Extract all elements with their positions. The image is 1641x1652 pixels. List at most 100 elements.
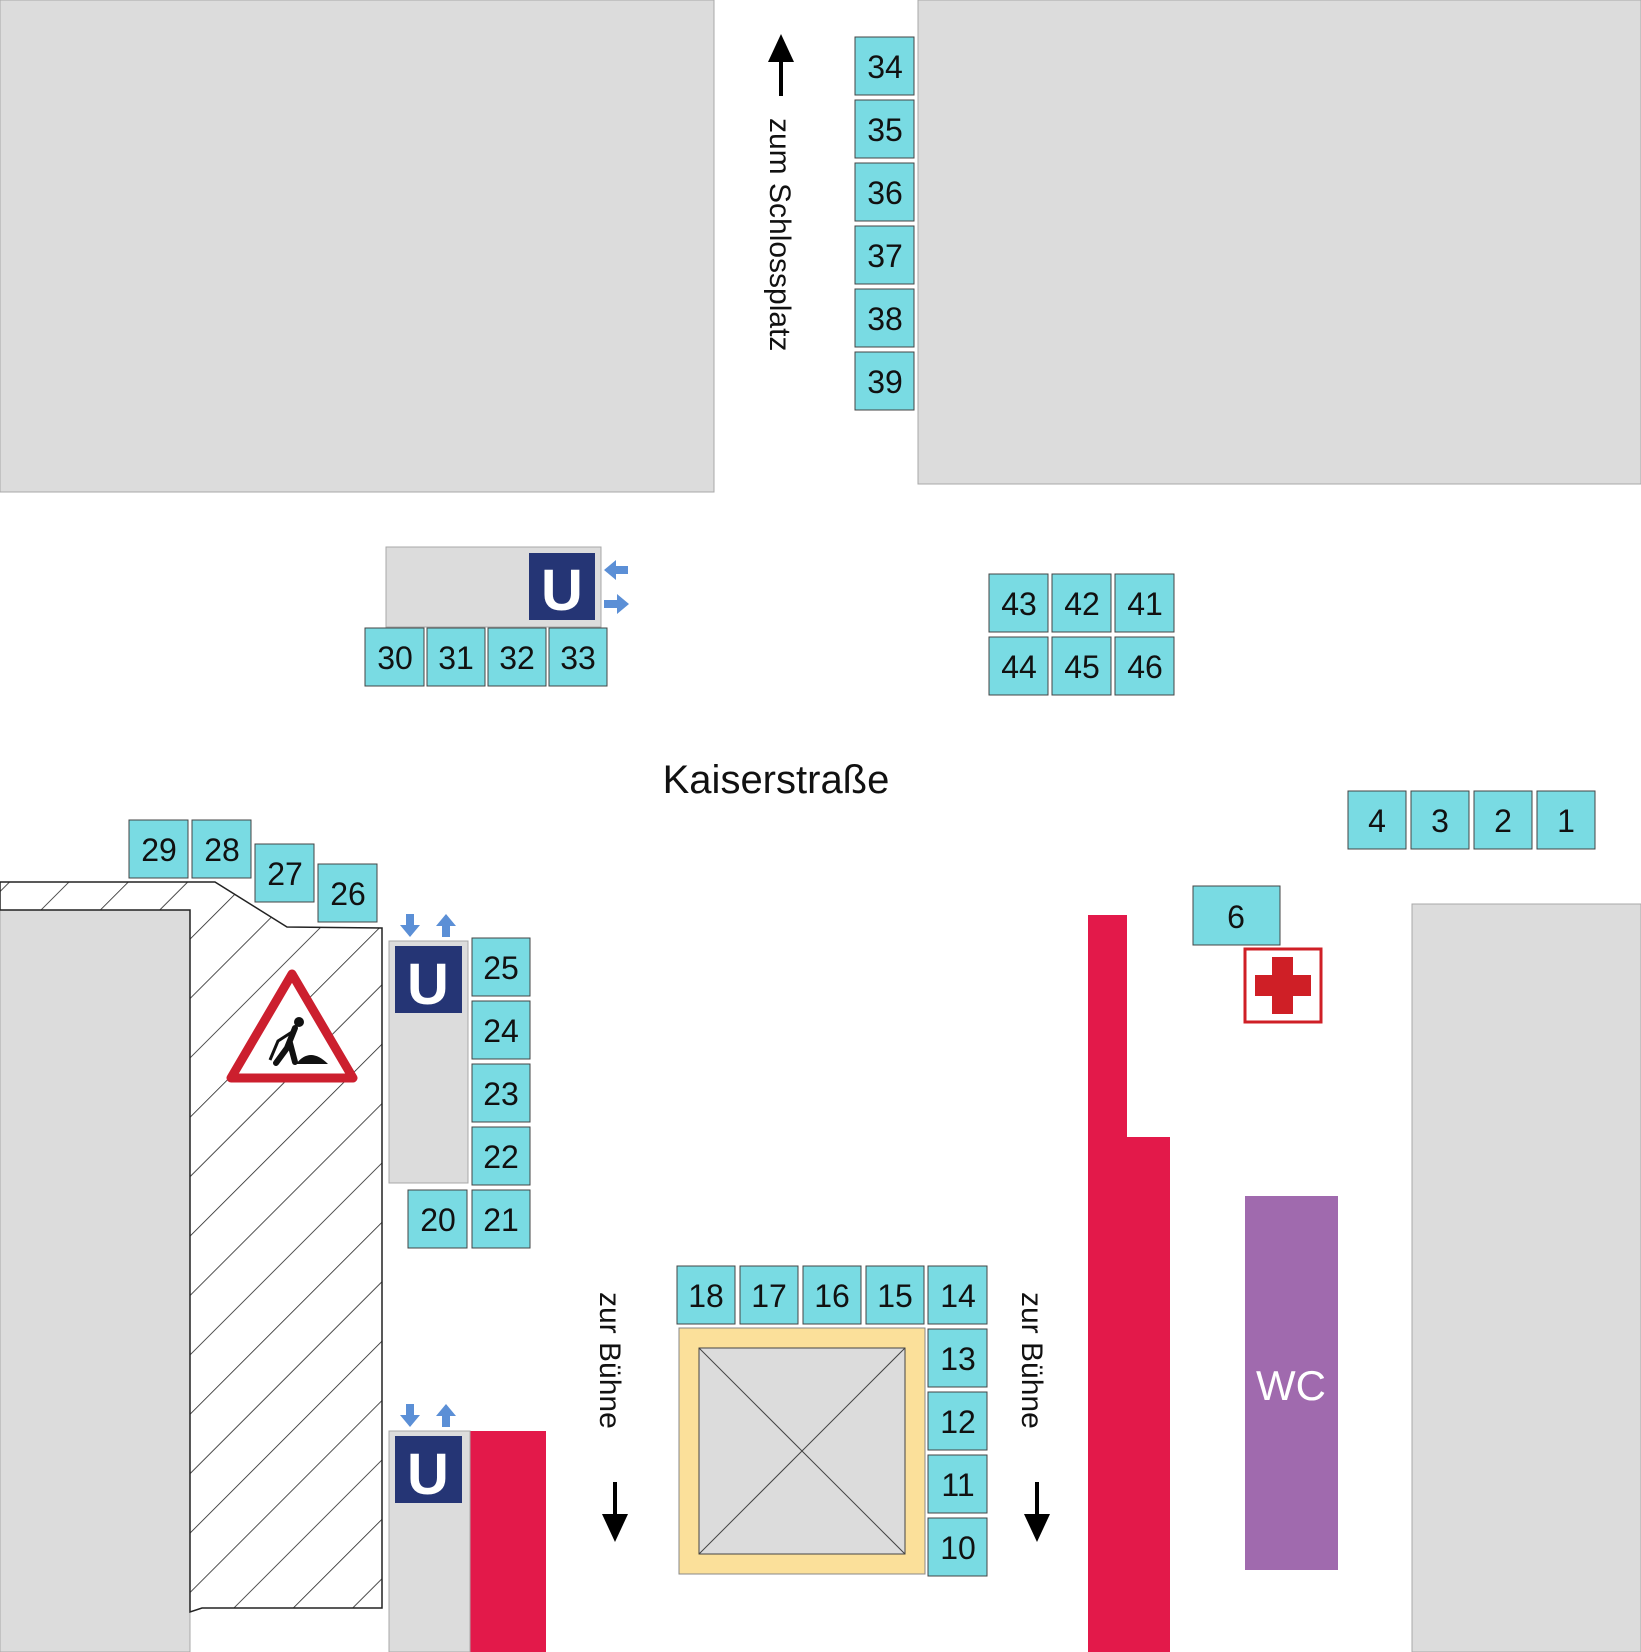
wc-block <box>1245 1196 1338 1570</box>
stall-16: 16 <box>802 1265 862 1325</box>
first-aid-icon <box>1243 947 1323 1024</box>
stall-34: 34 <box>854 36 915 96</box>
svg-text:36: 36 <box>867 175 903 211</box>
svg-text:32: 32 <box>499 640 535 676</box>
stall-15: 15 <box>865 1265 925 1325</box>
stall-17: 17 <box>739 1265 799 1325</box>
svg-text:44: 44 <box>1001 649 1037 685</box>
stall-41: 41 <box>1114 573 1175 633</box>
svg-text:38: 38 <box>867 301 903 337</box>
svg-text:41: 41 <box>1127 586 1163 622</box>
stall-11: 11 <box>927 1454 988 1514</box>
stall-30: 30 <box>364 627 425 687</box>
subway-label-middle: U <box>407 952 449 1017</box>
stall-26: 26 <box>317 863 378 923</box>
stall-21: 21 <box>471 1189 531 1249</box>
stall-4: 4 <box>1347 790 1407 850</box>
stall-42: 42 <box>1051 573 1112 633</box>
building-northwest <box>0 0 715 493</box>
stall-1: 1 <box>1536 790 1596 850</box>
arrow-down-icon <box>602 1482 628 1542</box>
stall-29: 29 <box>128 819 189 879</box>
stall-28: 28 <box>191 819 252 879</box>
svg-text:1: 1 <box>1557 803 1575 839</box>
arrow-down-icon <box>1024 1482 1050 1542</box>
svg-text:37: 37 <box>867 238 903 274</box>
direction-label-schlossplatz: zum Schlossplatz <box>763 118 796 351</box>
stall-39: 39 <box>854 351 915 411</box>
svg-text:23: 23 <box>483 1076 519 1112</box>
stall-38: 38 <box>854 288 915 348</box>
stall-27: 27 <box>254 843 315 903</box>
stall-18: 18 <box>676 1265 736 1325</box>
building-east <box>1411 903 1641 1652</box>
in-out-arrows-icon <box>604 560 629 614</box>
subway-icon-south <box>395 1436 462 1503</box>
stall-35: 35 <box>854 99 915 159</box>
stall-33: 33 <box>548 627 608 687</box>
svg-text:15: 15 <box>877 1278 913 1314</box>
svg-text:17: 17 <box>751 1278 787 1314</box>
svg-text:26: 26 <box>330 876 366 912</box>
svg-text:2: 2 <box>1494 803 1512 839</box>
svg-text:16: 16 <box>814 1278 850 1314</box>
direction-label-stage-left: zur Bühne <box>593 1292 626 1429</box>
fountain <box>678 1327 926 1575</box>
arrow-up-icon <box>768 34 794 96</box>
svg-text:18: 18 <box>688 1278 724 1314</box>
svg-text:22: 22 <box>483 1139 519 1175</box>
svg-text:31: 31 <box>438 640 474 676</box>
stall-31: 31 <box>426 627 486 687</box>
wc-label: WC <box>1256 1362 1326 1409</box>
street-name: Kaiserstraße <box>663 758 890 802</box>
svg-text:13: 13 <box>940 1341 976 1377</box>
barrier-southwest <box>470 1431 546 1652</box>
svg-text:12: 12 <box>940 1404 976 1440</box>
stall-3: 3 <box>1410 790 1470 850</box>
svg-text:43: 43 <box>1001 586 1037 622</box>
svg-text:11: 11 <box>941 1467 974 1503</box>
stall-13: 13 <box>927 1328 988 1388</box>
stall-46: 46 <box>1114 636 1175 696</box>
svg-text:29: 29 <box>141 832 177 868</box>
stall-12: 12 <box>927 1391 988 1451</box>
stall-45: 45 <box>1051 636 1112 696</box>
subway-label-north: U <box>541 558 583 623</box>
stall-25: 25 <box>471 937 531 997</box>
direction-label-stage-right: zur Bühne <box>1015 1292 1048 1429</box>
stall-24: 24 <box>471 1000 531 1060</box>
stall-14: 14 <box>927 1265 988 1325</box>
svg-text:30: 30 <box>377 640 413 676</box>
in-out-arrows-icon <box>400 1404 456 1427</box>
svg-text:21: 21 <box>483 1202 519 1238</box>
svg-text:45: 45 <box>1064 649 1100 685</box>
subway-icon-north <box>529 553 595 620</box>
svg-text:46: 46 <box>1127 649 1163 685</box>
stall-20: 20 <box>407 1189 468 1249</box>
svg-text:33: 33 <box>560 640 596 676</box>
construction-warning-icon <box>226 969 358 1083</box>
svg-text:14: 14 <box>940 1278 976 1314</box>
svg-text:6: 6 <box>1227 899 1245 935</box>
building-northeast <box>917 0 1641 485</box>
svg-text:39: 39 <box>867 364 903 400</box>
svg-text:24: 24 <box>483 1013 519 1049</box>
svg-text:42: 42 <box>1064 586 1100 622</box>
svg-text:20: 20 <box>420 1202 456 1238</box>
svg-text:10: 10 <box>940 1530 976 1566</box>
svg-text:34: 34 <box>867 49 903 85</box>
svg-text:25: 25 <box>483 950 519 986</box>
stall-36: 36 <box>854 162 915 222</box>
stall-10: 10 <box>927 1517 988 1577</box>
building-southwest <box>0 909 191 1652</box>
stall-44: 44 <box>988 636 1049 696</box>
stall-22: 22 <box>471 1126 531 1186</box>
svg-text:28: 28 <box>204 832 240 868</box>
svg-text:35: 35 <box>867 112 903 148</box>
svg-text:4: 4 <box>1368 803 1386 839</box>
in-out-arrows-icon <box>400 914 456 937</box>
barrier-east <box>1088 915 1170 1652</box>
stall-6: 6 <box>1192 885 1281 946</box>
stall-43: 43 <box>988 573 1049 633</box>
